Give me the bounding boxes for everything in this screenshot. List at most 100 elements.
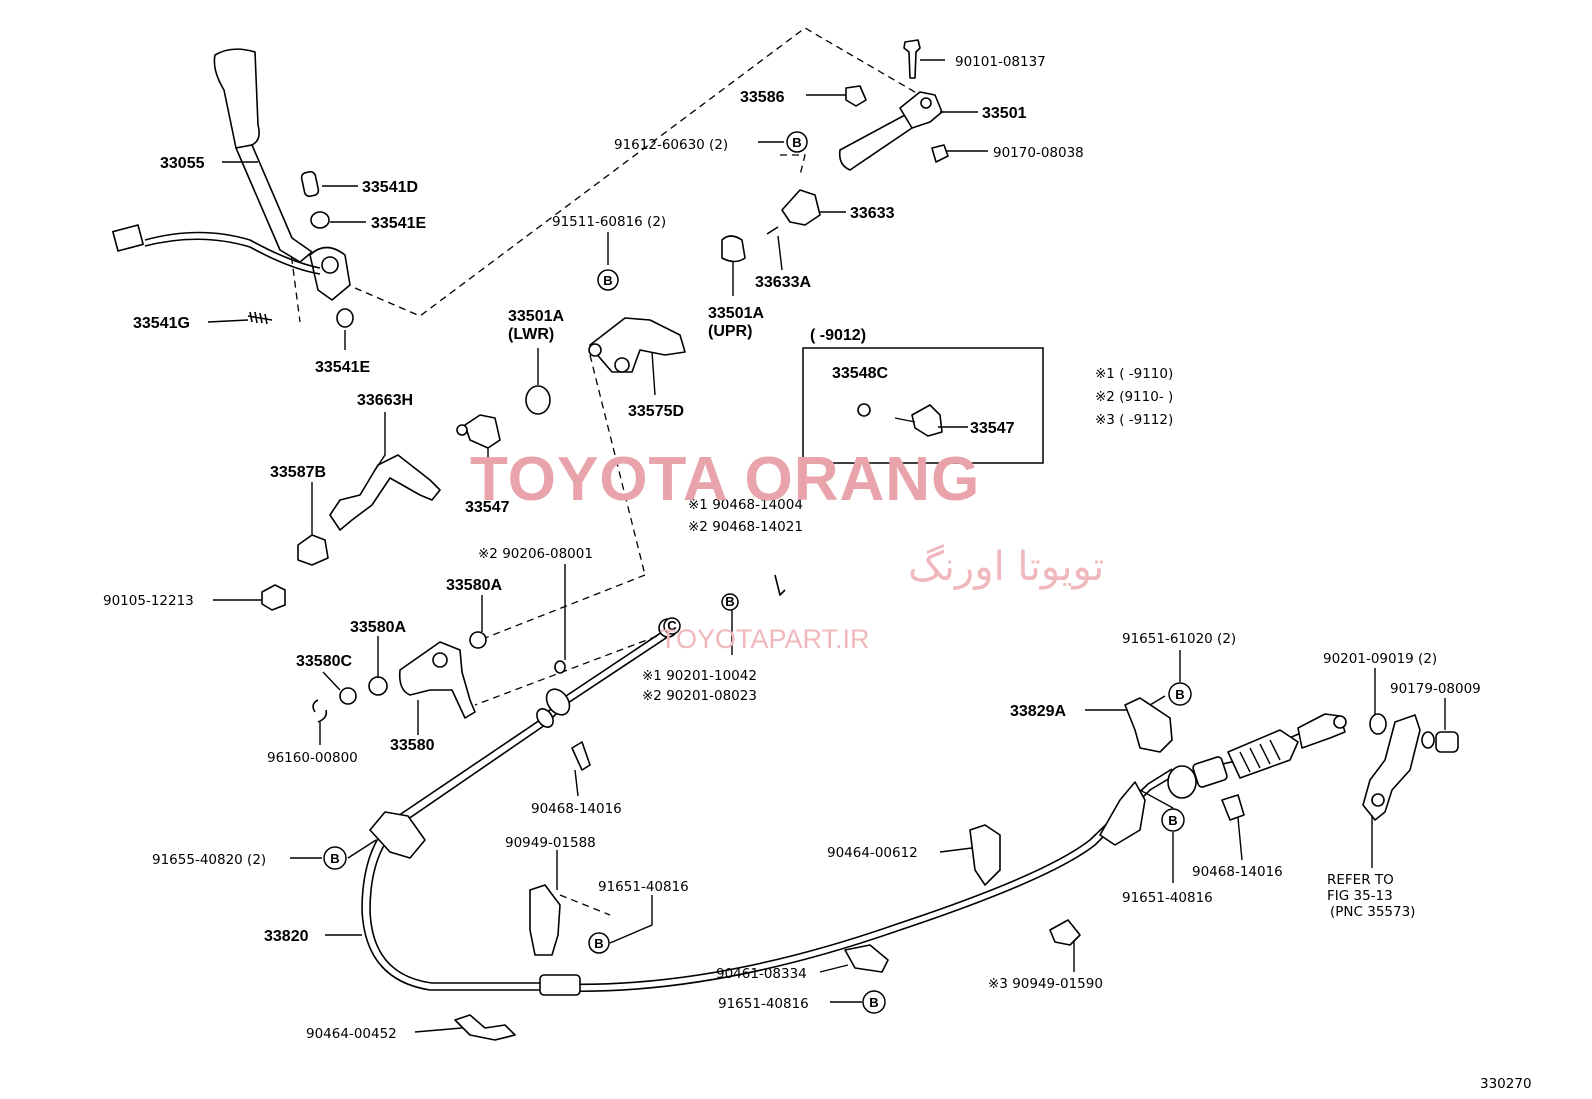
inset-ball (857, 403, 871, 417)
bracket-33829A (1124, 697, 1173, 753)
bracket-33663H (297, 454, 441, 566)
label-91612-60630: 91612-60630 (2) (614, 137, 728, 153)
label-90206-08001: ※2 90206-08001 (478, 546, 593, 562)
label-33541E-top: 33541E (371, 215, 426, 232)
label-91511-60816: 91511-60816 (2) (552, 214, 666, 230)
label-90464-00612: 90464-00612 (827, 845, 918, 861)
label-33501: 33501 (982, 105, 1027, 122)
inset-box (802, 347, 1044, 464)
lever-33580 (312, 631, 566, 723)
label-90464-00452: 90464-00452 (306, 1026, 397, 1042)
label-90949-01588: 90949-01588 (505, 835, 596, 851)
inset-detent (911, 404, 943, 437)
label-33575D: 33575D (628, 403, 684, 420)
watermark-persian: تویوتا اورنگ (908, 544, 1104, 590)
refer-line-3: (PNC 35573) (1330, 904, 1415, 920)
svg-text:B: B (792, 135, 801, 150)
label-33501A-upr-sub: (UPR) (708, 323, 752, 340)
label-90201-08023: ※2 90201-08023 (642, 688, 757, 704)
note-3: ※3 ( -9112) (1095, 412, 1173, 428)
lever-small-parts (247, 170, 354, 328)
svg-text:B: B (725, 594, 734, 609)
bolt-90105 (261, 584, 286, 611)
label-91651-40816-mid: 91651-40816 (598, 879, 689, 895)
label-33633A: 33633A (755, 274, 811, 291)
label-90201-10042: ※1 90201-10042 (642, 668, 757, 684)
label-33501A-lwr-sub: (LWR) (508, 326, 554, 343)
label-90468-14021: ※2 90468-14021 (688, 519, 803, 535)
inset-detent-pin (894, 417, 916, 423)
right-end-parts (1362, 713, 1459, 821)
label-33663H: 33663H (357, 392, 413, 409)
svg-text:B: B (594, 936, 603, 951)
label-33586: 33586 (740, 89, 785, 106)
label-90461-08334: 90461-08334 (716, 966, 807, 982)
label-33548C: 33548C (832, 365, 888, 382)
callout-markers: B B B B B B B B C (323, 131, 1192, 1014)
svg-text:B: B (1168, 813, 1177, 828)
svg-text:C: C (667, 618, 677, 633)
label-33580A-1: 33580A (446, 577, 502, 594)
callout-b: B (786, 131, 808, 153)
refer-line-1: REFER TO (1327, 872, 1394, 888)
label-91651-40816-right: 91651-40816 (1122, 890, 1213, 906)
callout-b: B (721, 593, 739, 611)
callout-b: B (1168, 682, 1192, 706)
label-33541E-bottom: 33541E (315, 359, 370, 376)
label-33580C: 33580C (296, 653, 352, 670)
label-33580A-2: 33580A (350, 619, 406, 636)
label-33055: 33055 (160, 155, 205, 172)
label-33587B: 33587B (270, 464, 326, 481)
label-33829A: 33829A (1010, 703, 1066, 720)
callout-b: B (597, 269, 619, 291)
label-90170-08038: 90170-08038 (993, 145, 1084, 161)
label-90949-01590: ※3 90949-01590 (988, 976, 1103, 992)
label-33547-left: 33547 (465, 499, 510, 516)
refer-line-2: FIG 35-13 (1327, 888, 1393, 904)
leader-lines (207, 59, 1446, 1033)
label-33547-inset: 33547 (970, 420, 1015, 437)
label-33580: 33580 (390, 737, 435, 754)
inset-period-label: ( -9012) (810, 327, 866, 344)
label-33820: 33820 (264, 928, 309, 945)
svg-text:B: B (869, 995, 878, 1010)
shift-lever-33055 (213, 48, 351, 301)
figure-number: 330270 (1480, 1076, 1532, 1092)
svg-text:B: B (330, 851, 339, 866)
label-90468-14016-right: 90468-14016 (1192, 864, 1283, 880)
label-33541D: 33541D (362, 179, 418, 196)
note-2: ※2 (9110- ) (1095, 389, 1173, 405)
label-90468-14004: ※1 90468-14004 (688, 497, 803, 513)
label-33541G: 33541G (133, 315, 190, 332)
svg-text:B: B (603, 273, 612, 288)
detent-pin (456, 424, 468, 436)
callout-b: B (588, 932, 610, 954)
watermark: TOYOTA ORANG تویوتا اورنگ TOYOTAPART.IR (470, 445, 1104, 654)
wire-harness (112, 224, 321, 275)
callout-b: B (323, 846, 347, 870)
detent-33547 (464, 414, 501, 449)
label-33501A-upr: 33501A (708, 305, 764, 322)
watermark-url: TOYOTAPART.IR (660, 624, 870, 654)
cable-clips (454, 574, 1245, 1041)
upper-shaft-assembly (721, 39, 949, 263)
label-90105-12213: 90105-12213 (103, 593, 194, 609)
watermark-title: TOYOTA ORANG (470, 445, 980, 514)
label-91655-40820: 91655-40820 (2) (152, 852, 266, 868)
label-91651-40816-bottom: 91651-40816 (718, 996, 809, 1012)
label-90179-08009: 90179-08009 (1390, 681, 1481, 697)
label-90468-14016-left: 90468-14016 (531, 801, 622, 817)
bracket-33575D (588, 317, 686, 373)
label-33633: 33633 (850, 205, 895, 222)
callout-c: C (663, 617, 681, 635)
label-91651-61020: 91651-61020 (2) (1122, 631, 1236, 647)
label-90101-08137: 90101-08137 (955, 54, 1046, 70)
part-number-labels: 33055 33541D 33541E 33541G 33541E 33586 … (103, 54, 1532, 1092)
label-96160-00800: 96160-00800 (267, 750, 358, 766)
svg-text:B: B (1175, 687, 1184, 702)
label-90201-09019: 90201-09019 (2) (1323, 651, 1437, 667)
shift-cable-33820 (361, 618, 1347, 996)
note-1: ※1 ( -9110) (1095, 366, 1173, 382)
